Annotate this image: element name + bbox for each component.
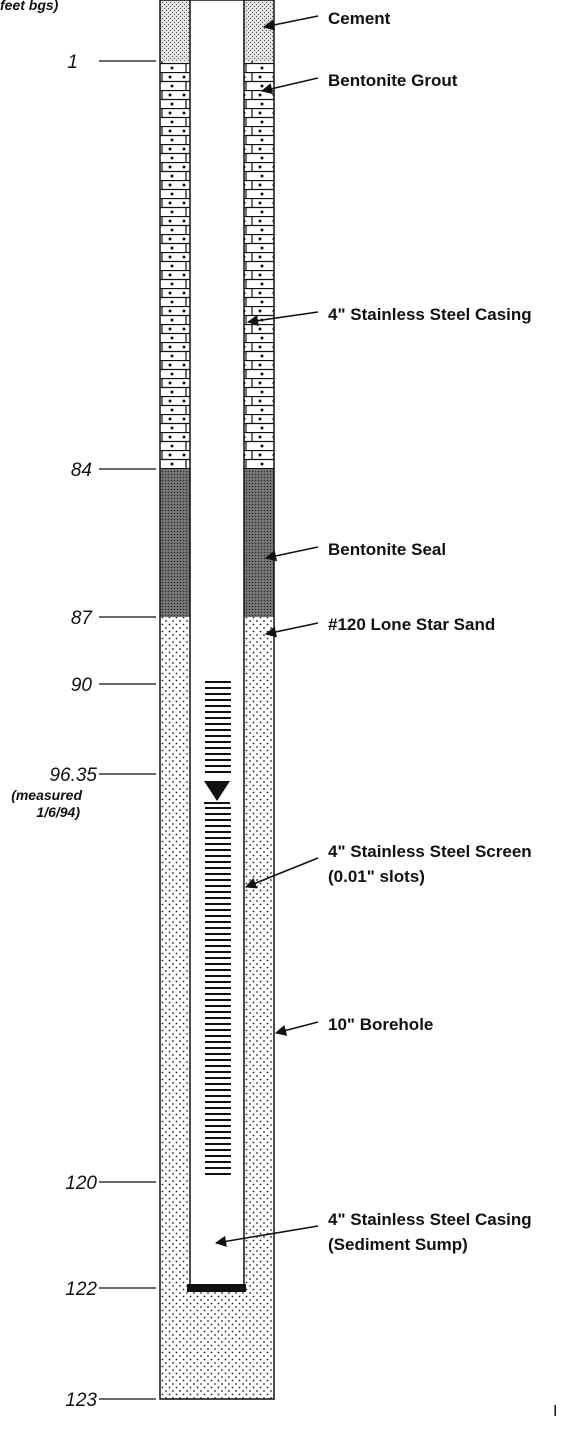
casing-interior	[189, 0, 245, 1287]
label-screen-line-2: (0.01" slots)	[328, 867, 425, 886]
depth-label-87: 87	[71, 608, 94, 629]
arrow-casing-upper	[246, 311, 319, 327]
arrow-sump	[214, 1225, 319, 1247]
callout-arrows	[214, 15, 319, 1247]
depth-labels: 1 84 87 90 96.35 (measured 1/6/94) 120 1…	[11, 52, 97, 1411]
water-level-symbol	[204, 781, 230, 801]
depth-note-date: 1/6/94)	[36, 804, 80, 820]
label-sump-line-1: 4" Stainless Steel Casing	[328, 1210, 532, 1229]
depth-label-1: 1	[67, 52, 78, 73]
arrow-bentonite-seal	[264, 546, 319, 562]
arrow-borehole	[274, 1021, 319, 1036]
arrow-screen	[244, 857, 319, 889]
depth-note-measured: (measured	[11, 787, 82, 803]
depth-label-90: 90	[71, 675, 93, 696]
callout-labels: Cement Bentonite Grout 4" Stainless Stee…	[328, 9, 532, 1254]
depth-label-123: 123	[65, 1390, 97, 1411]
label-cement: Cement	[328, 9, 391, 28]
depth-label-122: 122	[65, 1279, 97, 1300]
label-borehole: 10" Borehole	[328, 1015, 433, 1034]
sump-end-cap	[187, 1284, 246, 1292]
label-sand: #120 Lone Star Sand	[328, 615, 495, 634]
stray-edge-mark: I	[553, 1403, 557, 1420]
borehole-wall	[159, 0, 275, 1400]
label-casing-upper: 4" Stainless Steel Casing	[328, 305, 532, 324]
arrow-bentonite-grout	[260, 77, 319, 95]
label-bentonite-seal: Bentonite Seal	[328, 540, 446, 559]
label-bentonite-grout: Bentonite Grout	[328, 71, 458, 90]
screen-slots	[205, 681, 231, 1175]
depth-label-96-35: 96.35	[49, 765, 97, 786]
depth-label-84: 84	[71, 460, 92, 481]
arrow-cement	[262, 15, 319, 31]
depth-axis-header: feet bgs)	[0, 0, 59, 13]
depth-ticks	[99, 60, 156, 1400]
depth-label-120: 120	[65, 1173, 97, 1194]
arrow-sand	[264, 622, 319, 638]
well-casing	[187, 0, 246, 1292]
label-screen-line-1: 4" Stainless Steel Screen	[328, 842, 532, 861]
label-sump-line-2: (Sediment Sump)	[328, 1235, 468, 1254]
